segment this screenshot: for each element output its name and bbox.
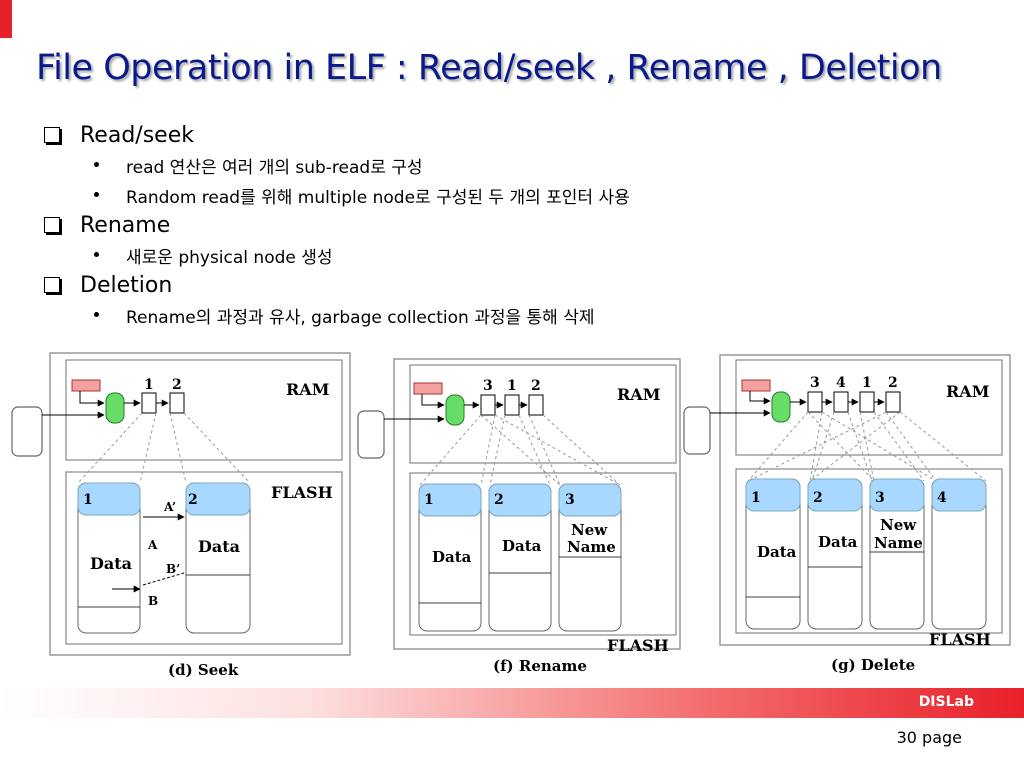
data-label: Data — [502, 537, 542, 555]
node-number: 4 — [836, 375, 846, 391]
block-number: 3 — [875, 490, 885, 506]
new-name-label: Name — [567, 538, 616, 556]
flash-label: FLASH — [271, 483, 333, 502]
lab-name: DISLab — [918, 694, 974, 710]
section-heading-rename: Rename — [44, 210, 984, 240]
data-label: Data — [432, 548, 472, 566]
node-number: 2 — [888, 375, 898, 391]
list-item: 새로운 physical node 생성 — [44, 240, 984, 270]
ram-label: RAM — [946, 382, 989, 401]
bullet-dot-icon — [94, 192, 99, 197]
checkbox-bullet-icon — [44, 217, 60, 233]
bullet-dot-icon — [94, 162, 99, 167]
list-item: read 연산은 여러 개의 sub-read로 구성 — [44, 150, 984, 180]
data-label: Data — [757, 543, 797, 561]
bullet-dot-icon — [94, 252, 99, 257]
diagram-caption: (d) Seek — [168, 661, 239, 679]
arrow-label: B’ — [166, 562, 180, 576]
ram-label: RAM — [286, 380, 329, 399]
block-number: 1 — [83, 492, 93, 508]
delete-diagram: RAM FLASH 3 4 1 2 — [683, 354, 1011, 674]
diagram-caption: (g) Delete — [831, 656, 915, 674]
file-handle — [357, 410, 385, 459]
new-name-label: New — [571, 521, 608, 539]
footer-band — [0, 688, 1024, 718]
slide-title: File Operation in ELF : Read/seek , Rena… — [36, 48, 942, 88]
block-number: 1 — [424, 492, 434, 508]
arrow-label: B — [148, 594, 158, 608]
data-label: Data — [198, 537, 240, 556]
data-label: Data — [90, 554, 132, 573]
rename-diagram: RAM FLASH 3 1 2 1 2 3 Data — [357, 358, 681, 675]
flash-label: FLASH — [929, 630, 991, 649]
new-name-label: Name — [874, 534, 923, 552]
ram-label: RAM — [617, 385, 660, 404]
seek-diagram: RAM FLASH 1 2 1 2 Data Data A’ A B’ — [11, 352, 351, 679]
green-node — [771, 391, 791, 423]
block-number: 2 — [188, 492, 198, 508]
elf-diagrams: RAM FLASH 1 2 1 2 Data Data A’ A B’ — [11, 352, 1011, 679]
section-heading-deletion: Deletion — [44, 270, 984, 300]
node-number: 2 — [172, 377, 182, 393]
checkbox-bullet-icon — [44, 277, 60, 293]
list-item: Random read를 위해 multiple node로 구성된 두 개의 … — [44, 180, 984, 210]
node-number: 3 — [483, 378, 493, 394]
file-handle — [683, 406, 711, 455]
new-name-label: New — [880, 516, 917, 534]
block-number: 1 — [751, 490, 761, 506]
section-heading-read-seek: Read/seek — [44, 120, 984, 150]
node-number: 1 — [144, 377, 154, 393]
block-number: 4 — [937, 490, 947, 506]
node-number: 1 — [862, 375, 872, 391]
checkbox-bullet-icon — [44, 127, 60, 143]
block-number: 2 — [494, 492, 504, 508]
list-item: Rename의 과정과 유사, garbage collection 과정을 통… — [44, 300, 984, 330]
node-number: 1 — [507, 378, 517, 394]
red-node — [71, 379, 101, 392]
green-node — [445, 394, 465, 426]
accent-bar — [0, 0, 12, 38]
node-number: 2 — [531, 378, 541, 394]
arrow-label: A — [147, 538, 158, 552]
file-handle — [11, 406, 43, 457]
bullet-list: Read/seek read 연산은 여러 개의 sub-read로 구성 Ra… — [44, 120, 984, 330]
green-node — [105, 392, 125, 424]
page-number: 30 page — [896, 728, 962, 747]
diagram-caption: (f) Rename — [493, 657, 587, 675]
node-number: 3 — [810, 375, 820, 391]
bullet-dot-icon — [94, 312, 99, 317]
data-label: Data — [818, 533, 858, 551]
block-number: 2 — [813, 490, 823, 506]
arrow-label: A’ — [163, 500, 176, 514]
block-number: 3 — [565, 492, 575, 508]
flash-label: FLASH — [607, 636, 669, 655]
